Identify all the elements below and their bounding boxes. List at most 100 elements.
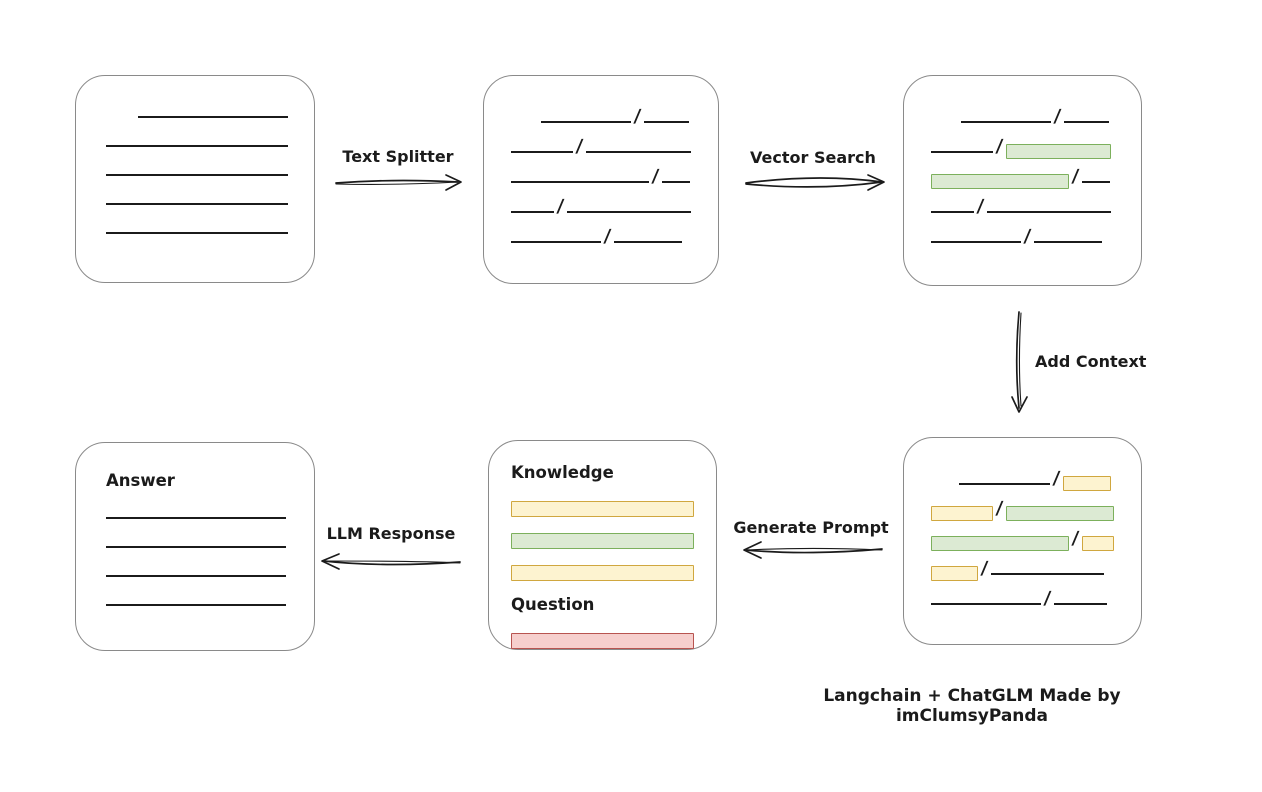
chunk-row: Question — [511, 593, 716, 617]
node-title: Answer — [106, 471, 175, 490]
text-line — [643, 121, 689, 123]
chunk-row — [106, 109, 314, 121]
split-chunks-node: / / / / / — [483, 75, 719, 284]
highlight-chunk-yellow — [931, 566, 978, 581]
chunk-separator: / — [1070, 528, 1080, 549]
chunk-row — [106, 568, 314, 580]
chunk-separator: / — [994, 136, 1004, 157]
chunk-row: / — [931, 498, 1141, 521]
spacer — [931, 487, 959, 488]
chunk-row: / — [931, 588, 1141, 609]
text-line — [541, 121, 631, 123]
chunk-row: / — [511, 166, 718, 187]
spacer — [511, 125, 541, 126]
node-title: Knowledge — [511, 463, 614, 482]
chunk-separator: / — [979, 558, 989, 579]
chunk-row: / — [931, 528, 1141, 551]
chunk-separator: / — [975, 196, 985, 217]
text-line — [511, 181, 649, 183]
chunk-separator: / — [1051, 468, 1061, 489]
spacer — [931, 125, 961, 126]
text-line — [931, 603, 1041, 605]
chunk-row — [106, 196, 314, 208]
node-title: Question — [511, 595, 595, 614]
chunk-row — [106, 539, 314, 551]
highlight-chunk-green — [931, 536, 1069, 551]
llm-response-arrow — [321, 553, 461, 570]
highlight-chunk-green — [1005, 144, 1111, 159]
add-context-label: Add Context — [1035, 352, 1147, 371]
chunk-separator: / — [574, 136, 584, 157]
text-line — [1081, 181, 1110, 183]
text-line — [1063, 121, 1109, 123]
highlight-chunk-green — [1005, 506, 1114, 521]
chunk-separator: / — [1042, 588, 1052, 609]
text-line — [106, 546, 286, 548]
chunk-separator: / — [1070, 166, 1080, 187]
text-line — [566, 211, 691, 213]
text-line — [661, 181, 690, 183]
chunk-separator: / — [650, 166, 660, 187]
text-splitter-label: Text Splitter — [342, 147, 454, 166]
chunk-separator: / — [555, 196, 565, 217]
add-context-arrow — [1011, 311, 1028, 413]
chunk-row — [511, 629, 716, 649]
generate-prompt-arrow — [743, 541, 883, 559]
text-line — [106, 517, 286, 519]
text-line — [106, 604, 286, 606]
highlight-chunk-yellow — [1081, 536, 1114, 551]
chunk-row: / — [931, 136, 1141, 159]
chunk-row: / — [931, 196, 1141, 217]
text-line — [106, 174, 288, 176]
text-line — [1053, 603, 1107, 605]
chunk-row: / — [931, 468, 1141, 491]
answer-node: Answer — [75, 442, 315, 651]
chunk-row: / — [931, 106, 1141, 127]
chunk-row: / — [931, 558, 1141, 581]
matched-chunks-node: / / / / / — [903, 75, 1142, 286]
vector-search-arrow — [745, 174, 885, 191]
chunk-row — [106, 138, 314, 150]
prompt-bar-red — [511, 633, 694, 649]
chunk-separator: / — [1022, 226, 1032, 247]
text-line — [106, 575, 286, 577]
document-node — [75, 75, 315, 283]
text-line — [1033, 241, 1102, 243]
chunk-row — [106, 510, 314, 522]
chunk-row: / — [511, 136, 718, 157]
generate-prompt-label: Generate Prompt — [733, 518, 889, 537]
highlight-chunk-green — [931, 174, 1069, 189]
credit-caption: Langchain + ChatGLM Made by imClumsyPand… — [823, 686, 1121, 726]
chunk-row — [511, 561, 716, 581]
prompt-bar-green — [511, 533, 694, 549]
text-line — [106, 145, 288, 147]
text-splitter-arrow — [335, 174, 462, 191]
text-line — [986, 211, 1111, 213]
chunk-row — [511, 529, 716, 549]
prompt-bar-yellow — [511, 501, 694, 517]
text-line — [585, 151, 691, 153]
chunk-row: / — [511, 106, 718, 127]
text-line — [931, 241, 1021, 243]
chunk-row: Answer — [106, 469, 314, 493]
text-line — [961, 121, 1051, 123]
text-line — [511, 211, 554, 213]
chunk-row — [106, 167, 314, 179]
text-line — [931, 151, 993, 153]
text-line — [106, 203, 288, 205]
chunk-row: / — [511, 196, 718, 217]
spacer — [106, 120, 138, 121]
chunk-row — [511, 497, 716, 517]
prompt-bar-yellow — [511, 565, 694, 581]
chunk-separator: / — [994, 498, 1004, 519]
vector-search-label: Vector Search — [750, 148, 876, 167]
text-line — [511, 151, 573, 153]
chunk-row: / — [931, 226, 1141, 247]
chunk-row: / — [931, 166, 1141, 189]
text-line — [613, 241, 682, 243]
chunk-separator: / — [602, 226, 612, 247]
text-line — [990, 573, 1104, 575]
text-line — [138, 116, 288, 118]
